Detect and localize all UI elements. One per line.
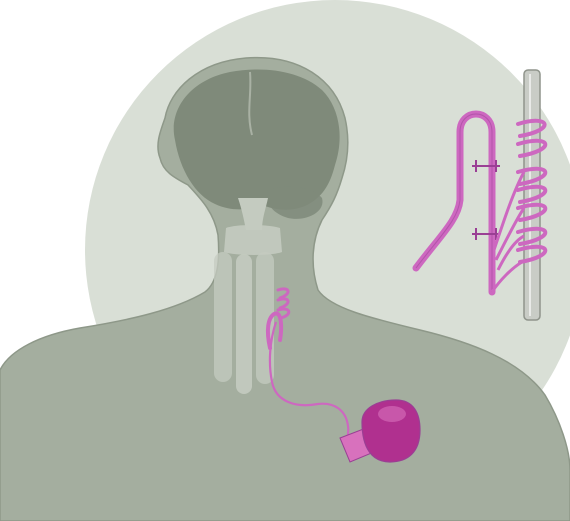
generator-highlight <box>378 406 406 422</box>
neck-column-center <box>236 254 252 394</box>
brain <box>174 69 340 209</box>
cervical-spine <box>224 225 282 255</box>
neck-column-left <box>214 252 232 382</box>
